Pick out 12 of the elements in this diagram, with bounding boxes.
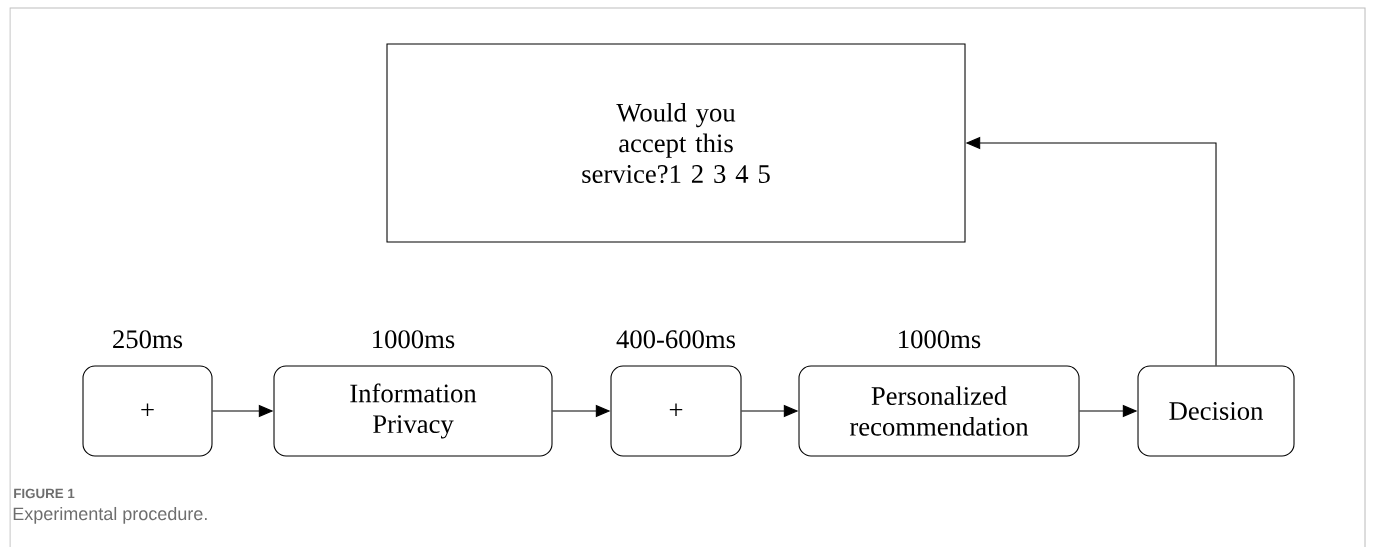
caption: Experimental procedure. — [13, 506, 207, 524]
process-box: Decision — [1137, 365, 1295, 457]
figure-number: FIGURE 1 — [14, 488, 75, 499]
duration-label: 250ms — [113, 330, 183, 349]
duration-label: 1000ms — [899, 330, 981, 349]
process-box: Personalized recommendation — [798, 365, 1080, 457]
process-box: + — [82, 365, 213, 457]
duration-label: 1000ms — [373, 330, 455, 349]
process-box: Information Privacy — [273, 365, 553, 457]
process-box: + — [610, 365, 742, 457]
duration-label: 400-600ms — [616, 330, 736, 349]
question-screen-box: Would you accept this service?1 2 3 4 5 — [386, 43, 966, 243]
